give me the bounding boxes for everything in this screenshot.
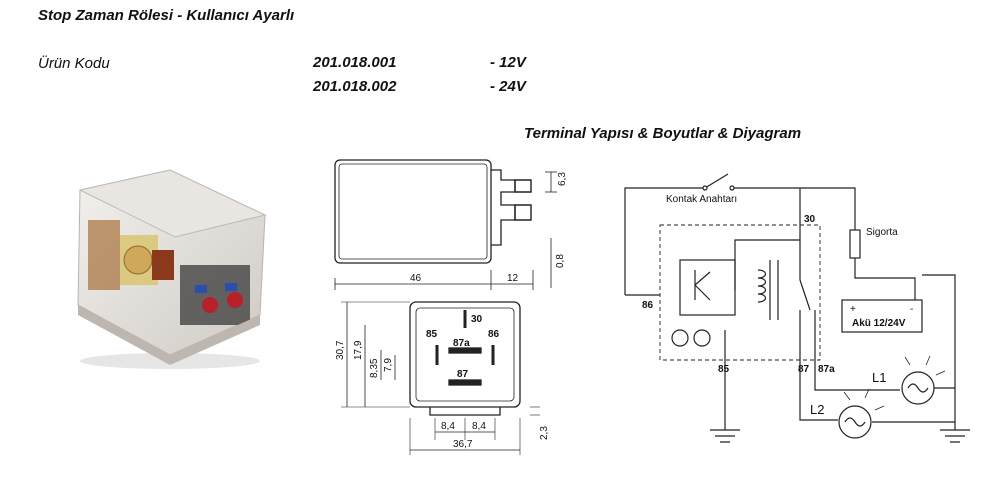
bottom-view-body: [409, 301, 521, 408]
product-voltage-2: - 24V: [490, 78, 526, 95]
battery-label: Akü 12/24V: [852, 318, 906, 329]
dim-pitch1: 8,4: [441, 421, 455, 432]
dim-height: 30,7: [335, 340, 346, 360]
relay-photo: [77, 169, 267, 369]
battery-plus: +: [850, 304, 856, 315]
node-30: 30: [804, 214, 816, 225]
terminal-30: 30: [471, 314, 483, 325]
node-86: 86: [642, 300, 654, 311]
wiring-diagram: Kontak Anahtarı Sigorta Akü 12/24V + - 3…: [624, 173, 970, 443]
timer-module: [679, 259, 736, 316]
terminal-87a: 87a: [453, 338, 470, 349]
terminal-86: 86: [488, 329, 500, 340]
section-title: Terminal Yapısı & Boyutlar & Diyagram: [524, 125, 802, 142]
side-view-body: [334, 159, 492, 264]
page-title: Stop Zaman Rölesi - Kullanıcı Ayarlı: [38, 7, 295, 24]
node-87a: 87a: [818, 364, 835, 375]
dim-depth: 2,3: [539, 426, 550, 440]
lamp-l2: [838, 405, 872, 439]
product-voltage-1: - 12V: [490, 54, 526, 71]
lamp-l1-label: L1: [872, 370, 886, 385]
relay-box: [659, 224, 821, 361]
node-87: 87: [798, 364, 810, 375]
side-view-pins: [491, 169, 516, 246]
dim-bottom-width: 36,7: [453, 439, 473, 450]
dim-tab: 6,3: [557, 172, 568, 186]
lamp-l2-label: L2: [810, 402, 824, 417]
dim-pin: 12: [507, 273, 519, 284]
dim-thick: 0,8: [555, 254, 566, 268]
product-code-2: 201.018.002: [313, 78, 397, 95]
dim-width: 46: [410, 273, 422, 284]
node-85: 85: [718, 364, 730, 375]
switch-label: Kontak Anahtarı: [666, 194, 737, 205]
fuse: [849, 229, 861, 259]
dim-h2: 17,9: [353, 340, 364, 360]
dim-pitch2: 8,4: [472, 421, 486, 432]
product-code-1: 201.018.001: [313, 54, 397, 71]
battery-minus: -: [910, 304, 913, 315]
dim-h4: 7,9: [383, 358, 394, 372]
dim-h3: 8,35: [369, 358, 380, 378]
product-code-label: Ürün Kodu: [38, 55, 110, 72]
dimension-drawing: 46 12 6,3 0,8 30,7 17,9 8,35 7,9 8,4 8,4…: [334, 159, 568, 455]
terminal-87: 87: [457, 369, 469, 380]
fuse-label: Sigorta: [866, 227, 898, 238]
battery: [841, 299, 923, 333]
terminal-85: 85: [426, 329, 438, 340]
